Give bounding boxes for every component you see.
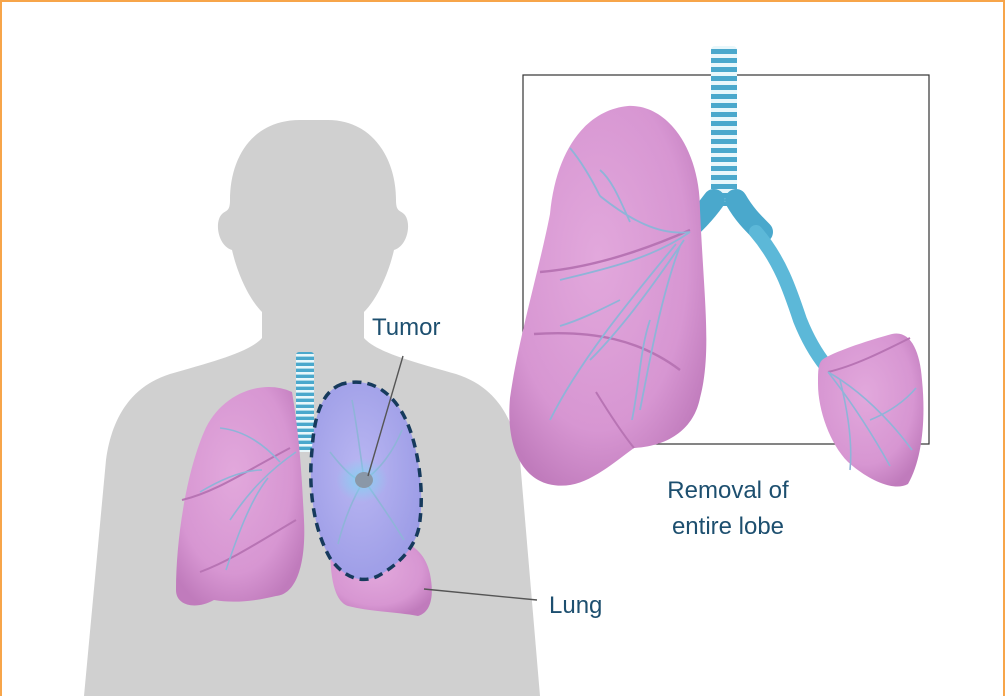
removal-caption-line-2: entire lobe — [628, 509, 828, 545]
left-bronchus — [756, 232, 826, 366]
tumor-label: Tumor — [372, 312, 440, 344]
body-trachea — [296, 352, 314, 452]
tumor — [355, 472, 373, 488]
removal-caption-line-1: Removal of — [628, 473, 828, 509]
removal-caption: Removal of entire lobe — [628, 473, 828, 545]
lung-label: Lung — [549, 590, 602, 622]
inset-right-lung — [509, 106, 706, 486]
removed-lobe — [818, 333, 923, 486]
